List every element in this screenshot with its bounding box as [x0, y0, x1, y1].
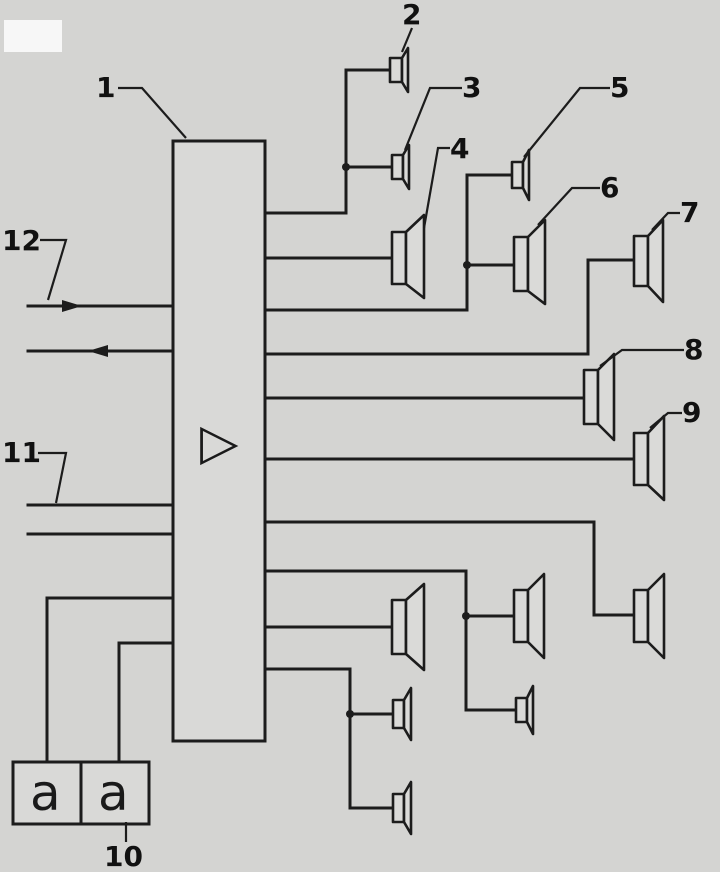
wire-speakers-bottom — [263, 667, 395, 810]
label-9: 9 — [682, 396, 701, 429]
control-unit-box-b — [79, 760, 151, 826]
leader-5 — [523, 86, 610, 158]
leader-6 — [537, 186, 600, 226]
leader-3 — [403, 86, 462, 151]
speaker-icon — [510, 148, 531, 202]
wire-speakers-middle — [263, 569, 518, 712]
leader-9 — [649, 411, 682, 429]
label-11: 11 — [2, 436, 41, 469]
wire-control-unit-a — [45, 596, 175, 764]
amplifier-block — [171, 139, 267, 743]
speaker-icon — [632, 218, 665, 304]
label-7: 7 — [680, 196, 699, 229]
control-unit-channel-b: a — [98, 764, 129, 822]
label-8: 8 — [684, 333, 703, 366]
speaker-icon — [391, 780, 413, 836]
leader-8 — [599, 348, 684, 367]
leader-11 — [38, 451, 68, 504]
speaker-icon — [632, 414, 666, 502]
label-12: 12 — [2, 224, 41, 257]
leader-12 — [40, 238, 68, 301]
junction-dot — [463, 261, 471, 269]
speaker-icon — [390, 582, 426, 672]
junction-dot — [342, 163, 350, 171]
junction-dot — [462, 612, 470, 620]
label-4: 4 — [450, 132, 469, 165]
label-2: 2 — [402, 0, 421, 31]
arrow-right-icon — [62, 300, 82, 312]
speaker-icon — [582, 352, 616, 442]
wire-speaker-right-lower — [263, 520, 636, 617]
control-unit-box-a — [11, 760, 83, 826]
label-1: 1 — [96, 71, 115, 104]
speaker-icon — [390, 143, 411, 191]
wire-speakers-5-6 — [263, 173, 514, 312]
leader-4 — [422, 146, 450, 229]
label-6: 6 — [600, 171, 619, 204]
wire-control-unit-b — [117, 641, 175, 764]
control-unit-channel-a: a — [30, 764, 61, 822]
speaker-icon — [632, 572, 666, 660]
junction-dot — [346, 710, 354, 718]
label-10: 10 — [104, 840, 143, 872]
label-5: 5 — [610, 71, 629, 104]
label-3: 3 — [462, 71, 481, 104]
speaker-icon — [390, 213, 426, 300]
wire-speakers-2-3 — [263, 68, 392, 215]
speaker-icon — [391, 686, 413, 742]
arrow-left-icon — [88, 345, 108, 357]
speaker-icon — [512, 572, 546, 660]
speaker-icon — [514, 684, 535, 736]
leader-2 — [400, 27, 414, 53]
speaker-icon — [388, 46, 410, 94]
amplifier-symbol: ▷ — [200, 413, 239, 471]
leader-1 — [118, 86, 187, 139]
speaker-icon — [512, 218, 547, 306]
wire-speaker-7 — [263, 258, 636, 356]
label-patch — [4, 20, 62, 52]
leader-7 — [651, 211, 680, 231]
